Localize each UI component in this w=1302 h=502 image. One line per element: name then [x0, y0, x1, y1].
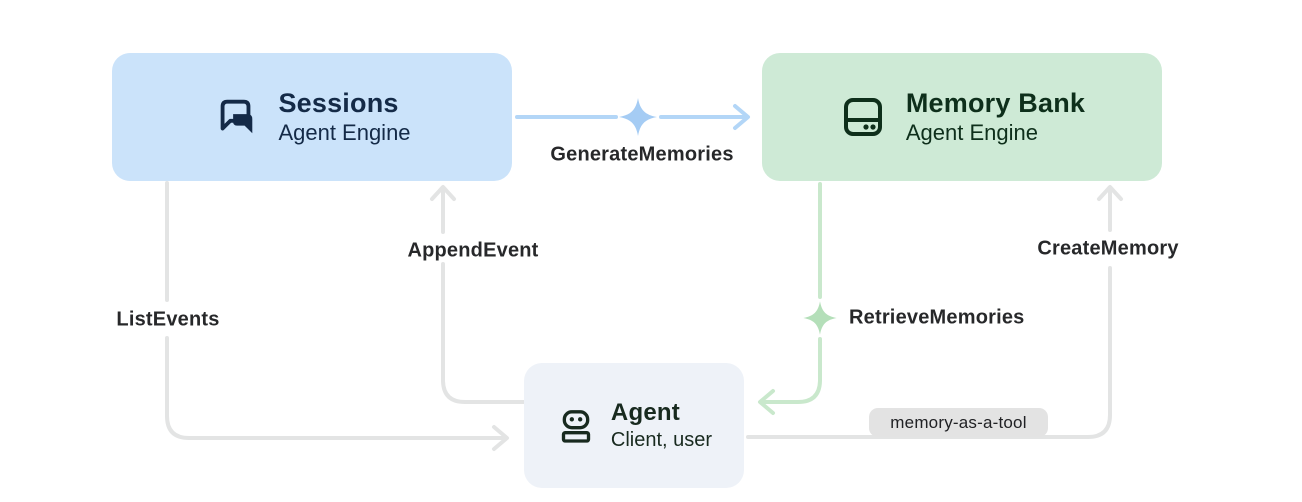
retrieve-memories-label: RetrieveMemories [849, 306, 1025, 329]
list-events-line-bottom [165, 336, 506, 440]
node-sessions-subtitle: Agent Engine [278, 119, 411, 145]
storage-icon [839, 93, 887, 141]
node-memory-bank-title: Memory Bank [905, 87, 1086, 118]
list-events-arrow [165, 181, 509, 451]
list-events-label: ListEvents [116, 308, 220, 331]
append-event-label: AppendEvent [407, 239, 539, 262]
retrieve-memories-sparkle-icon [803, 301, 837, 335]
node-agent: Agent Client, user [524, 363, 744, 488]
memory-as-a-tool-badge: memory-as-a-tool [869, 408, 1048, 437]
generate-memories-arrowhead-icon [733, 104, 750, 130]
robot-icon [556, 406, 596, 446]
retrieve-memories-arrow [758, 182, 822, 415]
generate-memories-sparkle-icon [619, 98, 657, 136]
node-agent-text: Agent Client, user [611, 399, 712, 451]
memory-as-a-tool-line [746, 266, 1112, 439]
create-memory-arrow [746, 185, 1123, 439]
chat-icon [213, 94, 259, 140]
append-event-arrowhead-icon [430, 185, 456, 201]
node-memory-bank-subtitle: Agent Engine [905, 119, 1038, 145]
append-event-line-bottom [441, 262, 526, 404]
node-sessions-title: Sessions [278, 87, 399, 118]
generate-memories-arrow [515, 104, 750, 130]
memory-as-a-tool-label: memory-as-a-tool [890, 412, 1027, 432]
node-agent-subtitle: Client, user [610, 428, 713, 451]
node-agent-title: Agent [610, 399, 680, 427]
list-events-arrowhead-icon [492, 425, 509, 451]
create-memory-arrowhead-icon [1097, 185, 1123, 201]
append-event-arrow [430, 185, 526, 404]
generate-memories-label: GenerateMemories [550, 143, 734, 166]
retrieve-memories-line-bottom [762, 337, 822, 404]
create-memory-label: CreateMemory [1037, 237, 1179, 260]
node-sessions-text: Sessions Agent Engine [278, 88, 410, 146]
retrieve-memories-arrowhead-icon [758, 389, 775, 415]
node-memory-bank-text: Memory Bank Agent Engine [906, 88, 1085, 146]
node-sessions: Sessions Agent Engine [112, 53, 512, 181]
node-memory-bank: Memory Bank Agent Engine [762, 53, 1162, 181]
